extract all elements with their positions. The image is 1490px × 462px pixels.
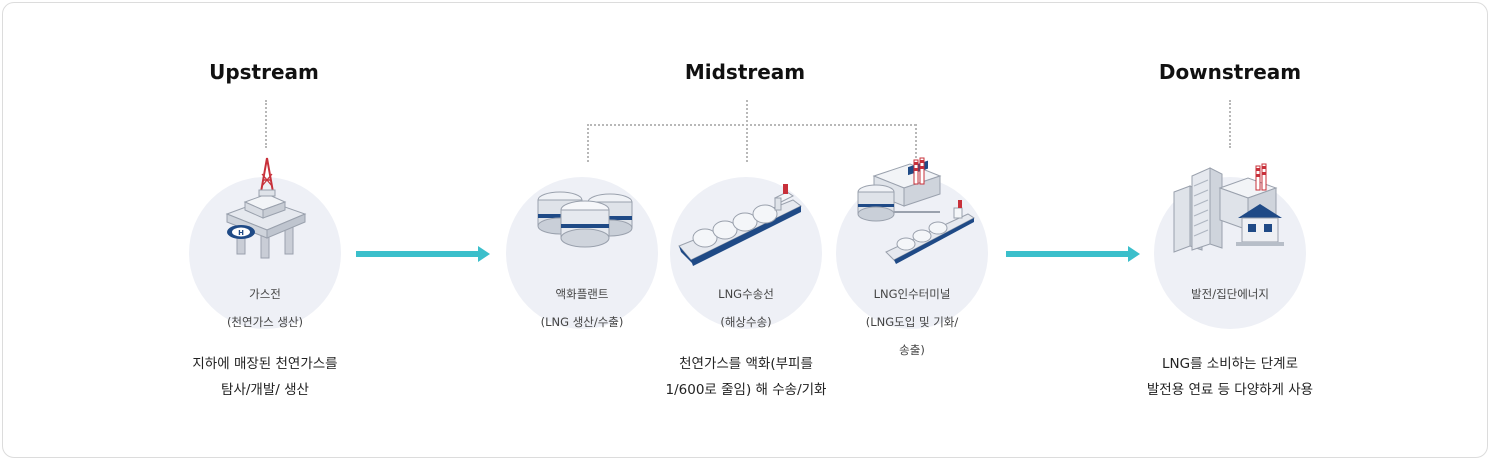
- terminal-label-line1: LNG인수터미널: [873, 287, 951, 301]
- upstream-desc-line1: 지하에 매장된 천연가스를: [192, 356, 338, 372]
- midstream-bracket-left: [587, 124, 589, 162]
- terminal-label-line3: 송출): [899, 343, 925, 357]
- power-city-icon: [1173, 163, 1284, 253]
- arrow-upstream-to-midstream: [356, 246, 490, 262]
- downstream-description: LNG를 소비하는 단계로 발전용 연료 등 다양하게 사용: [1100, 351, 1360, 403]
- upstream-connector: [265, 100, 267, 148]
- arrow-midstream-to-downstream: [1006, 246, 1140, 262]
- midstream-bracket-right: [915, 124, 917, 162]
- lng-carrier-icon: [678, 184, 802, 266]
- power-label: 발전/집단에너지: [1154, 273, 1306, 315]
- liquefaction-label-line2: (LNG 생산/수출): [540, 315, 624, 329]
- midstream-description: 천연가스를 액화(부피를 1/600로 줄임) 해 수송/기화: [616, 351, 876, 403]
- carrier-label-line2: (해상수송): [720, 315, 772, 329]
- downstream-desc-line2: 발전용 연료 등 다양하게 사용: [1146, 382, 1314, 398]
- gas-field-label-line1: 가스전: [249, 287, 281, 301]
- midstream-bracket: [587, 124, 916, 126]
- upstream-desc-line2: 탐사/개발/ 생산: [221, 382, 309, 398]
- terminal-label: LNG인수터미널 (LNG도입 및 기화/ 송출): [836, 273, 988, 371]
- downstream-desc-line1: LNG를 소비하는 단계로: [1161, 356, 1299, 372]
- carrier-label: LNG수송선 (해상수송): [670, 273, 822, 343]
- upstream-description: 지하에 매장된 천연가스를 탐사/개발/ 생산: [135, 351, 395, 403]
- upstream-title: Upstream: [209, 60, 319, 84]
- downstream-title: Downstream: [1158, 60, 1302, 84]
- midstream-desc-line2: 1/600로 줄임) 해 수송/기화: [665, 382, 827, 398]
- lng-terminal-icon: [857, 157, 975, 264]
- midstream-desc-line1: 천연가스를 액화(부피를: [679, 356, 813, 372]
- midstream-connector: [746, 100, 748, 162]
- liquefaction-label-line1: 액화플랜트: [555, 287, 609, 301]
- svg-text:H: H: [238, 229, 244, 237]
- power-label-line1: 발전/집단에너지: [1191, 287, 1269, 301]
- carrier-label-line1: LNG수송선: [718, 287, 774, 301]
- gas-field-label-line2: (천연가스 생산): [226, 315, 304, 329]
- liquefaction-label: 액화플랜트 (LNG 생산/수출): [506, 273, 658, 343]
- midstream-title: Midstream: [684, 60, 806, 84]
- lng-tank-icon: [537, 191, 633, 248]
- offshore-platform-icon: H: [225, 157, 307, 259]
- downstream-connector: [1229, 100, 1231, 148]
- gas-field-label: 가스전 (천연가스 생산): [189, 273, 341, 343]
- terminal-label-line2: (LNG도입 및 기화/: [865, 315, 959, 329]
